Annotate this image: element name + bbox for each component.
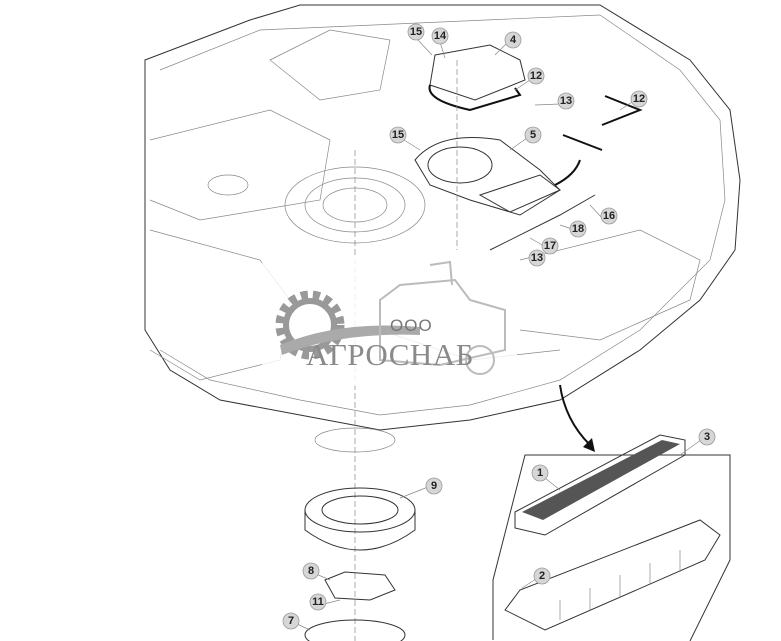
callout: 12 bbox=[527, 67, 545, 85]
fan-housing-5 bbox=[414, 137, 561, 216]
filter-housing-2 bbox=[504, 519, 721, 631]
direction-arrow bbox=[559, 384, 591, 446]
callout: 5 bbox=[524, 126, 542, 144]
callout: 1 bbox=[531, 464, 549, 482]
filter-1 bbox=[514, 434, 686, 536]
svg-text:11: 11 bbox=[312, 596, 324, 608]
svg-text:18: 18 bbox=[572, 223, 584, 235]
callout: 4 bbox=[504, 31, 522, 49]
harvester-icon bbox=[379, 260, 506, 375]
svg-text:14: 14 bbox=[434, 30, 447, 42]
svg-text:13: 13 bbox=[560, 95, 572, 107]
callout: 8 bbox=[302, 562, 320, 580]
svg-text:13: 13 bbox=[531, 252, 543, 264]
watermark-backdrop bbox=[262, 258, 517, 386]
callout: 17 bbox=[541, 237, 559, 255]
seal-12 bbox=[428, 84, 522, 112]
callout: 15 bbox=[389, 126, 407, 144]
watermark-prefix: ООО bbox=[390, 316, 433, 335]
callout: 11 bbox=[309, 593, 327, 611]
callout: 2 bbox=[533, 567, 551, 585]
callout: 3 bbox=[698, 428, 716, 446]
watermark-name: АГРОСНАБ bbox=[306, 337, 474, 372]
gear-icon bbox=[275, 290, 345, 360]
callout: 9 bbox=[425, 477, 443, 495]
ring-9 bbox=[304, 487, 416, 551]
ring-7 bbox=[304, 619, 406, 641]
svg-text:1: 1 bbox=[537, 467, 543, 479]
gasket-8 bbox=[324, 571, 396, 601]
callout: 15 bbox=[407, 23, 425, 41]
arrow bbox=[554, 159, 581, 186]
svg-text:12: 12 bbox=[633, 93, 645, 105]
cable-18 bbox=[489, 194, 596, 251]
callout: 14 bbox=[431, 27, 449, 45]
svg-text:15: 15 bbox=[410, 26, 422, 38]
callout: 16 bbox=[600, 207, 618, 225]
svg-text:15: 15 bbox=[392, 129, 404, 141]
svg-text:9: 9 bbox=[431, 480, 437, 492]
svg-text:8: 8 bbox=[308, 565, 314, 577]
filter-assembly bbox=[492, 434, 731, 641]
svg-text:5: 5 bbox=[530, 129, 536, 141]
svg-text:3: 3 bbox=[704, 431, 710, 443]
callout: 13 bbox=[557, 92, 575, 110]
cab-roof-assembly bbox=[144, 4, 741, 641]
svg-text:12: 12 bbox=[530, 70, 542, 82]
svg-text:17: 17 bbox=[544, 240, 556, 252]
svg-text:4: 4 bbox=[510, 34, 517, 46]
callout: 7 bbox=[282, 612, 300, 630]
callout: 18 bbox=[569, 220, 587, 238]
seal-12b bbox=[562, 95, 643, 151]
svg-text:16: 16 bbox=[603, 210, 615, 222]
svg-text:7: 7 bbox=[288, 615, 294, 627]
callout: 12 bbox=[630, 90, 648, 108]
callout: 13 bbox=[528, 249, 546, 267]
svg-text:2: 2 bbox=[539, 570, 545, 582]
